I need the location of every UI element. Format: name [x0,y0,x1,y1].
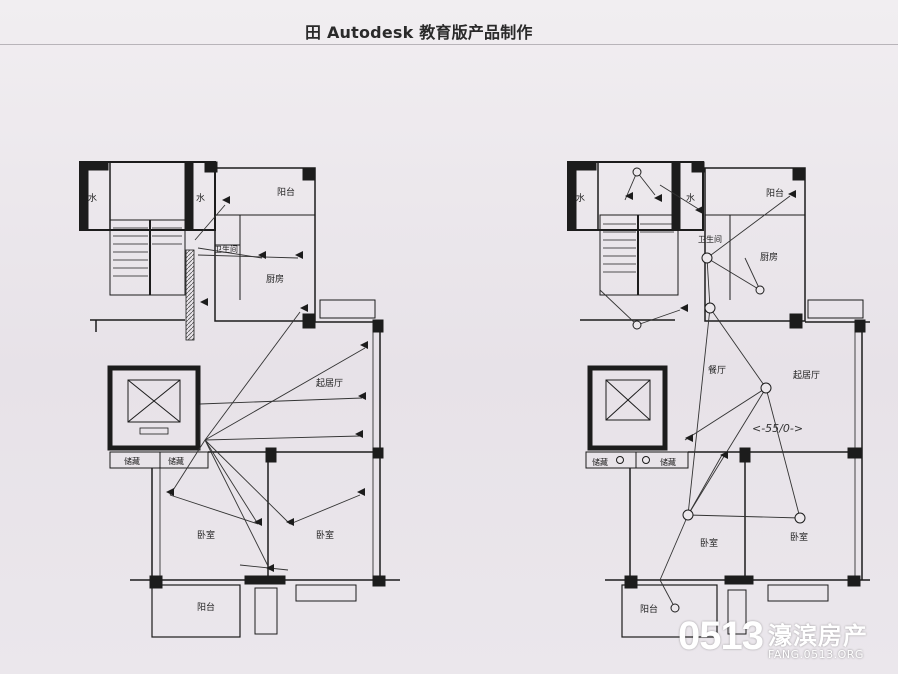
watermark-name: 濠滨房产 [768,622,868,650]
page-header: 田 Autodesk 教育版产品制作 [305,19,533,43]
right-bathroom-label: 卫生间 [698,234,722,244]
watermark-url: FANG.0513.ORG [768,648,864,661]
left-water-right-label: 水 [196,192,205,204]
left-storage-row [109,451,209,469]
left-balcony-top-label: 阳台 [277,186,295,198]
left-water-left-label: 水 [88,192,97,204]
left-balcony-bottom-label: 阳台 [197,601,215,613]
left-floor-plan [79,161,400,638]
left-kitchen-label: 厨房 [266,273,284,285]
right-balcony-top-label: 阳台 [766,187,784,199]
right-water-right-label: 水 [686,192,695,204]
header-title: 田 Autodesk 教育版产品制作 [305,23,533,42]
left-wall-block [87,161,109,171]
watermark-number: 0513 [678,614,764,658]
right-elevator [587,365,668,451]
watermark-logo: 0513 濠滨房产 FANG.0513.ORG [678,610,890,666]
right-dining-label: 餐厅 [708,364,726,376]
left-bedroom-right-label: 卧室 [316,529,334,541]
left-living-label: 起居厅 [316,378,343,389]
right-storage-row [585,451,689,469]
right-bedroom-left-label: 卧室 [700,537,718,549]
left-wall-block [184,161,194,231]
right-wiring [599,171,801,609]
right-floor-plan [567,161,870,638]
left-hatched-wall [185,249,195,341]
right-service-area [704,167,806,322]
header-rule [0,44,898,45]
left-wall-block [204,161,218,173]
left-bottom-balcony [151,584,241,638]
left-wiring [169,204,366,571]
right-kitchen-label: 厨房 [760,251,778,263]
left-fixtures [166,196,368,572]
left-stair [109,219,186,296]
right-storage-left-label: 储藏 [592,457,608,467]
right-bottom-balcony [621,584,718,638]
left-bedroom-left-label: 卧室 [197,529,215,541]
right-handwritten-annotation: <-55/0-> [752,422,803,435]
left-storage-right-label: 储藏 [168,456,184,466]
right-fixture-circles [616,167,806,613]
right-balcony-bottom-label: 阳台 [640,603,658,615]
right-water-left-label: 水 [576,192,585,204]
right-storage-right-label: 储藏 [660,457,676,467]
left-bathroom-label: 卫生间 [214,244,238,254]
left-elevator [107,365,201,451]
left-window-box [319,299,376,319]
right-living-label: 起居厅 [793,370,820,381]
right-bedroom-right-label: 卧室 [790,531,808,543]
left-wall-block [79,161,89,231]
left-storage-left-label: 储藏 [124,456,140,466]
